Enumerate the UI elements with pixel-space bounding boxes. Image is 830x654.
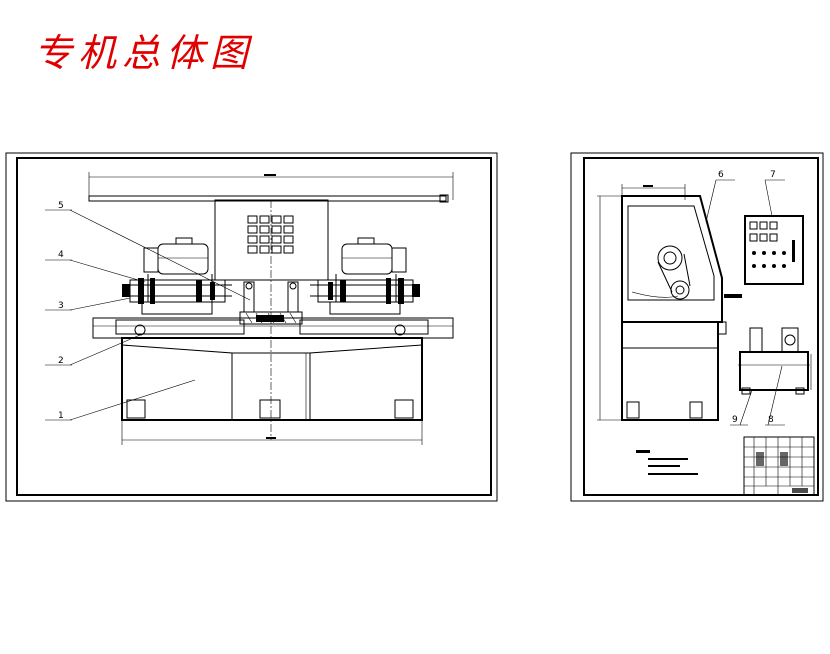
leader-line-8 xyxy=(767,365,783,426)
right-spindle-head xyxy=(310,237,420,315)
control-panel-button-grid xyxy=(247,215,294,254)
part-label-7: 7 xyxy=(770,170,776,180)
part-label-2: 2 xyxy=(58,356,64,366)
leader-line-7 xyxy=(764,179,773,217)
part-label-1: 1 xyxy=(58,411,64,421)
right-motor xyxy=(341,243,393,275)
leader-line-6 xyxy=(705,179,717,223)
part-label-9: 9 xyxy=(732,415,738,425)
title-block xyxy=(743,436,815,496)
front-sheet-outer-border xyxy=(5,152,498,502)
part-label-4: 4 xyxy=(58,250,64,260)
electric-control-box xyxy=(744,215,804,285)
hydraulic-unit xyxy=(738,327,812,395)
leader-line-9 xyxy=(739,389,753,426)
side-sheet-outer-border xyxy=(570,152,824,502)
leader-line-5 xyxy=(69,209,251,301)
side-machine-body xyxy=(621,195,742,421)
technical-notes-block xyxy=(636,450,698,475)
side-view-sheet: 6 7 8 9 xyxy=(570,152,824,502)
part-label-3: 3 xyxy=(58,301,64,311)
side-sheet-inner-border xyxy=(583,157,819,496)
part-label-8: 8 xyxy=(768,415,774,425)
left-motor xyxy=(157,243,209,275)
front-view-sheet: 5 4 3 2 1 xyxy=(5,152,498,502)
leader-line-2 xyxy=(69,334,141,366)
drawing-title: 专机总体图 xyxy=(34,31,255,75)
part-label-5: 5 xyxy=(58,201,64,211)
front-sheet-inner-border xyxy=(16,157,492,496)
leader-line-1 xyxy=(69,379,196,421)
part-label-6: 6 xyxy=(718,170,724,180)
overhead-rail xyxy=(88,195,447,202)
leader-line-3 xyxy=(69,297,131,311)
leader-line-4 xyxy=(69,259,146,283)
machine-base xyxy=(121,337,423,421)
